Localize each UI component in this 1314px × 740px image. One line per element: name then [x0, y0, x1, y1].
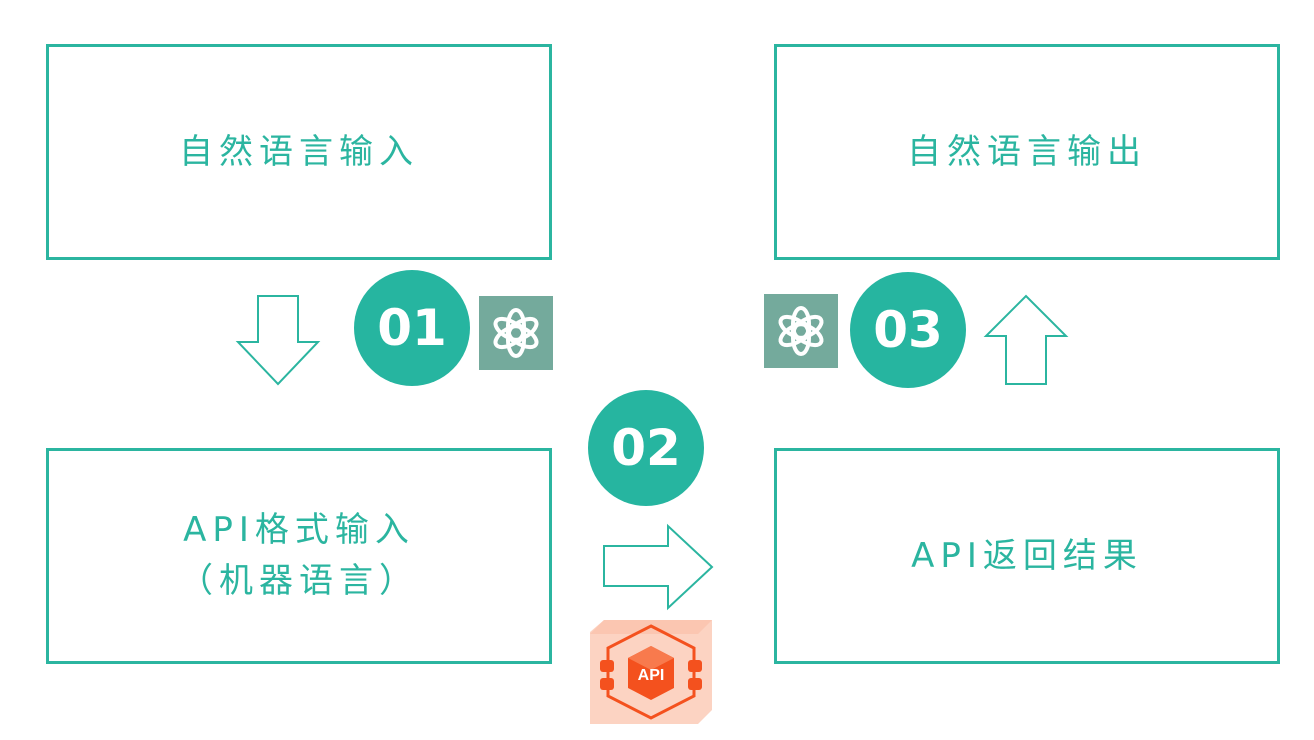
box-label: API返回结果: [911, 535, 1143, 576]
natural-language-input-box: 自然语言输入: [46, 44, 552, 260]
step-number: 03: [873, 301, 943, 359]
openai-logo-icon: [479, 296, 553, 370]
arrow-down-icon: [235, 295, 321, 386]
step-01-badge: 01: [354, 270, 470, 386]
arrow-up-icon: [983, 294, 1069, 385]
openai-logo-icon: [764, 294, 838, 368]
arrow-right-icon: [603, 523, 714, 611]
api-logo-text: API: [638, 667, 665, 684]
api-format-input-box: API格式输入 （机器语言）: [46, 448, 552, 664]
api-cube-icon: API: [590, 620, 712, 724]
box-label-line1: API格式输入: [183, 510, 415, 550]
step-02-badge: 02: [588, 390, 704, 506]
box-label: 自然语言输入: [179, 131, 419, 172]
step-03-badge: 03: [850, 272, 966, 388]
box-label: 自然语言输出: [907, 131, 1147, 172]
step-number: 02: [611, 419, 681, 477]
natural-language-output-box: 自然语言输出: [774, 44, 1280, 260]
api-result-box: API返回结果: [774, 448, 1280, 664]
box-label-line2: （机器语言）: [179, 561, 419, 601]
step-number: 01: [377, 299, 447, 357]
